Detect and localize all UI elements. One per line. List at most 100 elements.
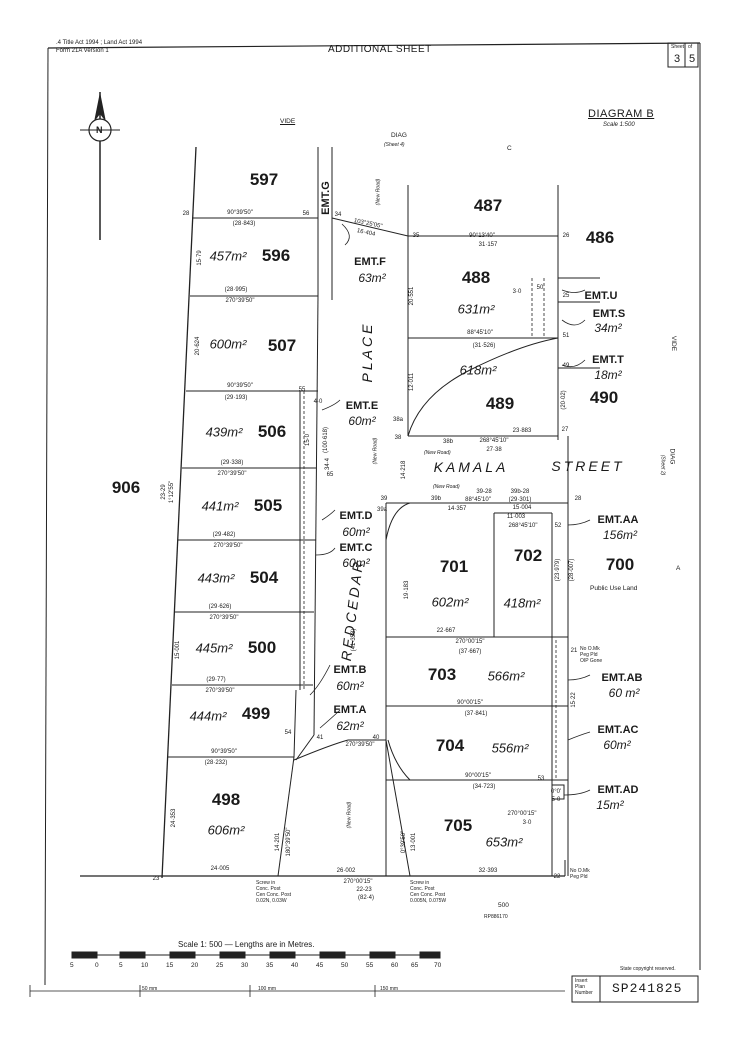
distance: 31·157	[478, 242, 498, 248]
point-label: 26	[562, 233, 570, 239]
distance: 39-28	[476, 489, 492, 495]
bearing: 270°39'50"	[217, 471, 247, 477]
easement-aa-area: 156m²	[602, 528, 638, 542]
distance: (37·667)	[458, 649, 482, 655]
distance: 15·004	[512, 505, 532, 511]
distance: (29·77)	[206, 677, 226, 683]
lot-488: 488	[461, 268, 491, 287]
easement-d-area: 60m²	[342, 525, 370, 539]
bearing: 270°39'50"	[225, 298, 255, 304]
easement-a: EMT.A	[333, 704, 367, 716]
distance: (28·232)	[204, 760, 228, 766]
street-kamala: KAMALA	[433, 459, 509, 475]
of-label: of	[688, 44, 693, 50]
lot-504: 504	[249, 568, 279, 587]
bearing: 88°45'10"	[465, 497, 491, 503]
distance: (29·301)	[508, 497, 532, 503]
lot-596-area: 457m²	[209, 248, 247, 264]
point-label: 35	[412, 233, 420, 239]
point-label: 50	[536, 285, 544, 291]
scale-tick: 70	[434, 962, 442, 969]
point-label: 51	[562, 333, 570, 339]
easement-t-area: 18m²	[594, 368, 622, 382]
easement-g: EMT.G	[320, 181, 332, 215]
diagram-title: DIAGRAM B	[588, 108, 655, 120]
lot-703-area: 566m²	[487, 668, 525, 684]
easement-f: EMT.F	[354, 256, 386, 268]
sheet2-ref: (Sheet 2)	[659, 454, 666, 476]
bearing: 270°00'15"	[507, 811, 537, 817]
post-right-line1: Screw in	[410, 880, 430, 886]
distance: (37·841)	[464, 711, 488, 717]
point-label: 38b	[442, 439, 454, 445]
new-road-label: (New Road)	[346, 801, 353, 829]
sheet-total: 5	[689, 53, 696, 65]
lot-489: 489	[485, 394, 515, 413]
insert-label-2: Plan	[575, 984, 586, 990]
no-mark-line3: OIP Gone	[580, 658, 603, 664]
bearing: 268°45'10"	[479, 438, 509, 444]
new-road-place-top: (New Road)	[375, 178, 382, 206]
distance: 15·001	[175, 640, 181, 660]
scale-tick: 5	[119, 962, 123, 969]
bearing: 0°0'	[550, 789, 562, 795]
distance: 23·883	[512, 428, 532, 434]
bearing: 270°00'15"	[455, 639, 485, 645]
point-ref: 22-23	[356, 887, 372, 893]
lot-489-area: 618m²	[459, 362, 497, 378]
public-use-land: Public Use Land	[590, 585, 638, 592]
distance: 3·0	[512, 289, 522, 295]
copyright-note: State copyright reserved.	[620, 966, 676, 972]
no-mark-bottom-line2: Peg Pld	[570, 874, 588, 880]
bearing: 90°39'50"	[211, 749, 237, 755]
sheet4-ref: (Sheet 4)	[384, 142, 405, 148]
point-label: 22	[553, 874, 561, 880]
distance: 15·0	[305, 433, 311, 447]
point-label: 34	[334, 212, 342, 218]
distance: (29·626)	[208, 604, 232, 610]
easement-e-area: 60m²	[348, 414, 376, 428]
scale-tick: 10	[141, 962, 149, 969]
new-road-label: (New Road)	[372, 437, 379, 465]
scale-tick: 20	[191, 962, 199, 969]
scale-caption: Scale 1: 500 — Lengths are in Metres.	[178, 940, 315, 949]
lot-499: 499	[241, 704, 271, 723]
point-label: 55	[298, 387, 306, 393]
lot-498-area: 606m²	[207, 822, 245, 838]
distance: 11·003	[506, 514, 526, 520]
rp-ref-plan: RP886170	[484, 914, 508, 920]
easement-a-area: 62m²	[336, 719, 364, 733]
lot-505-area: 441m²	[201, 498, 239, 514]
point-label: 52	[554, 523, 562, 529]
point-label: 40	[372, 735, 380, 741]
sheet-title: ADDITIONAL SHEET	[328, 44, 432, 55]
vide-top: VIDE	[280, 118, 296, 125]
easement-s: EMT.S	[592, 308, 626, 320]
lot-487: 487	[473, 196, 503, 215]
lot-504-area: 443m²	[197, 570, 235, 586]
easement-ac-area: 60m²	[603, 738, 631, 752]
lot-702-area: 418m²	[503, 595, 541, 611]
distance: (31·526)	[472, 343, 496, 349]
easement-ab: EMT.AB	[601, 672, 643, 684]
lot-505: 505	[253, 496, 283, 515]
easement-c: EMT.C	[339, 542, 373, 554]
distance: 12·011	[409, 372, 415, 392]
rp-ref-lot: 500	[498, 902, 509, 909]
bearing: 268°45'10"	[508, 523, 538, 529]
c-label: C	[507, 145, 512, 152]
bearing: 270°39'50"	[345, 742, 375, 748]
easement-b: EMT.B	[333, 664, 367, 676]
easement-d: EMT.D	[339, 510, 373, 522]
bearing: 180°39'50"	[286, 827, 292, 857]
easement-ad: EMT.AD	[597, 784, 639, 796]
lot-906: 906	[111, 478, 141, 497]
distance: 5·0	[551, 797, 561, 803]
sheet-number: 3	[674, 53, 681, 65]
lot-597: 597	[249, 170, 279, 189]
scale-tick: 15	[166, 962, 174, 969]
distance: 26·002	[336, 868, 356, 874]
no-mark-bottom-line1: No O.Mk	[570, 868, 590, 874]
distance: (41·358)	[351, 628, 357, 652]
